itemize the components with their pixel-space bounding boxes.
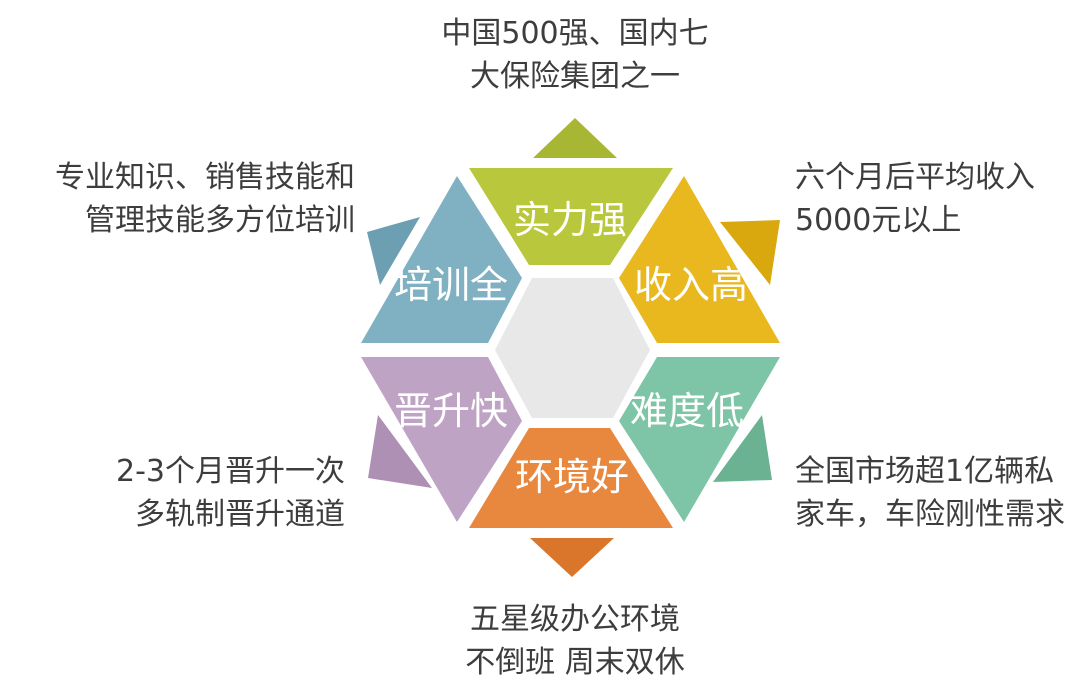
description-bottom: 五星级办公环境 不倒班 周末双休 [420,598,730,684]
segment-top [469,168,673,265]
arrow-top [533,118,617,158]
segment-upper-left [361,176,522,343]
arrow-bottom [530,538,614,577]
description-line: 不倒班 周末双休 [465,645,685,680]
arrow-upper-left [367,217,420,285]
segment-upper-right [619,176,780,343]
description-line: 中国500强、国内七 [441,16,709,51]
segment-lower-left [361,357,522,522]
description-line: 5000元以上 [795,203,962,238]
segment-lower-right [619,357,780,522]
description-line: 多轨制晋升通道 [135,497,345,532]
description-line: 六个月后平均收入 [795,160,1035,195]
description-top: 中国500强、国内七 大保险集团之一 [420,12,730,98]
description-line: 专业知识、销售技能和 [55,160,355,195]
arrow-upper-right [720,220,780,285]
description-lower-right: 全国市场超1亿辆私 家车，车险刚性需求 [795,450,1085,536]
description-upper-left: 专业知识、销售技能和 管理技能多方位培训 [10,156,355,242]
segment-label-bottom: 环境好 [515,455,629,499]
description-line: 五星级办公环境 [470,602,680,637]
description-line: 管理技能多方位培训 [85,203,355,238]
arrow-lower-left [368,415,432,488]
center-hexagon [495,278,650,418]
description-line: 大保险集团之一 [470,59,680,94]
arrow-lower-right [713,415,772,482]
segment-label-top: 实力强 [513,198,627,242]
description-line: 家车，车险刚性需求 [795,497,1065,532]
description-upper-right: 六个月后平均收入 5000元以上 [795,156,1075,242]
segment-label-lower-left: 晋升快 [394,389,508,433]
description-line: 全国市场超1亿辆私 [795,454,1055,489]
segment-label-upper-right: 收入高 [634,263,748,307]
segment-bottom [469,428,673,528]
segment-label-lower-right: 难度低 [630,389,744,433]
segment-label-upper-left: 培训全 [394,263,508,307]
description-line: 2-3个月晋升一次 [116,454,345,489]
description-lower-left: 2-3个月晋升一次 多轨制晋升通道 [40,450,345,536]
